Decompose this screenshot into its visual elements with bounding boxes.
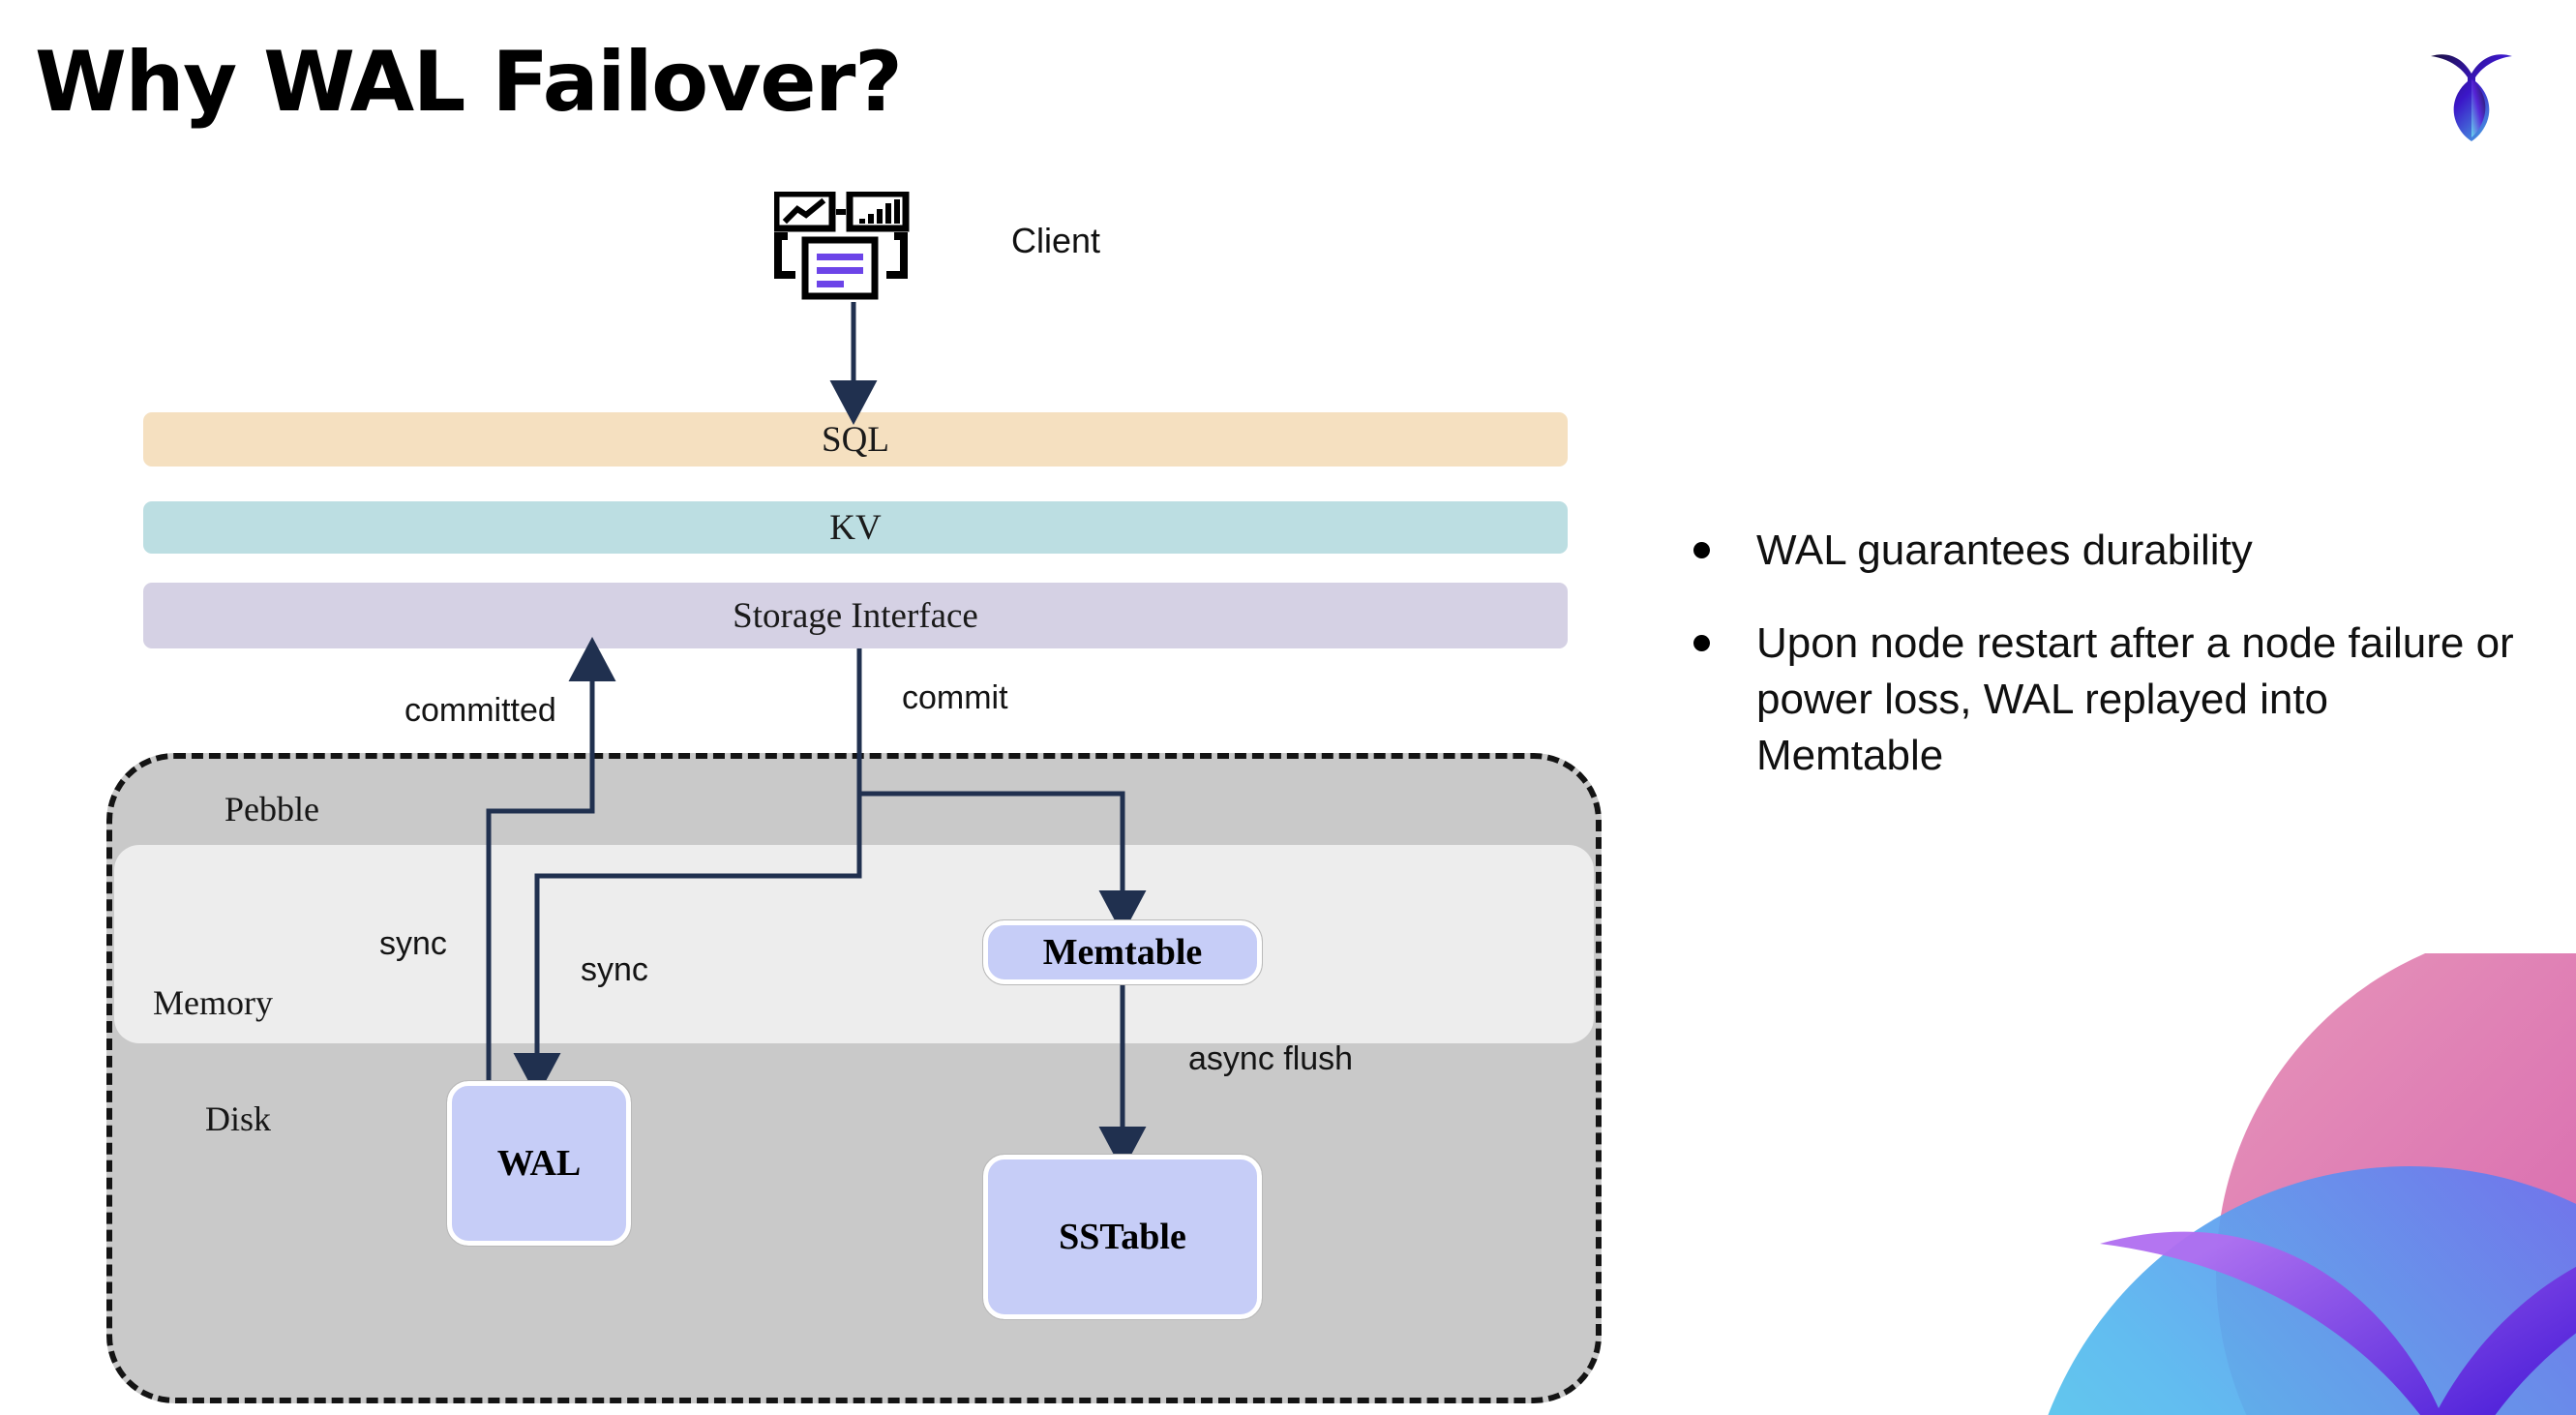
list-item: WAL guarantees durability: [1693, 523, 2526, 579]
disk-label: Disk: [205, 1099, 272, 1138]
edge-label-commit: commit: [902, 679, 1008, 716]
node-sstable: SSTable: [982, 1154, 1263, 1320]
layer-sql: SQL: [143, 412, 1568, 467]
node-sstable-label: SSTable: [1059, 1217, 1186, 1257]
layer-storage-interface: Storage Interface: [143, 583, 1568, 648]
edge-label-sync-2: sync: [581, 951, 648, 988]
node-memtable: Memtable: [982, 919, 1263, 985]
layer-storage-label: Storage Interface: [733, 595, 978, 636]
layer-kv-label: KV: [829, 507, 882, 548]
edge-label-sync-1: sync: [379, 925, 447, 962]
bullet-text: Upon node restart after a node failure o…: [1756, 619, 2514, 780]
node-memtable-label: Memtable: [1042, 932, 1203, 973]
page-title: Why WAL Failover?: [35, 34, 903, 131]
bullet-dot-icon: [1693, 635, 1710, 652]
cockroachdb-logo: [2417, 35, 2526, 143]
layer-sql-label: SQL: [822, 419, 889, 460]
edge-label-async-flush: async flush: [1188, 1040, 1354, 1077]
edge-label-committed: committed: [404, 692, 556, 729]
memory-label: Memory: [153, 983, 273, 1022]
bullet-text: WAL guarantees durability: [1756, 527, 2253, 574]
node-wal: WAL: [446, 1080, 632, 1247]
node-wal-label: WAL: [496, 1143, 582, 1184]
client-dashboard-icon: [772, 190, 934, 303]
list-item: Upon node restart after a node failure o…: [1693, 616, 2526, 784]
decorative-logo-watermark: [1984, 953, 2576, 1415]
pebble-label: Pebble: [225, 790, 319, 828]
layer-kv: KV: [143, 501, 1568, 554]
client-label: Client: [1011, 221, 1101, 260]
bullet-list: WAL guarantees durability Upon node rest…: [1693, 523, 2526, 821]
bullet-dot-icon: [1693, 542, 1710, 558]
memory-zone: [114, 845, 1594, 1043]
